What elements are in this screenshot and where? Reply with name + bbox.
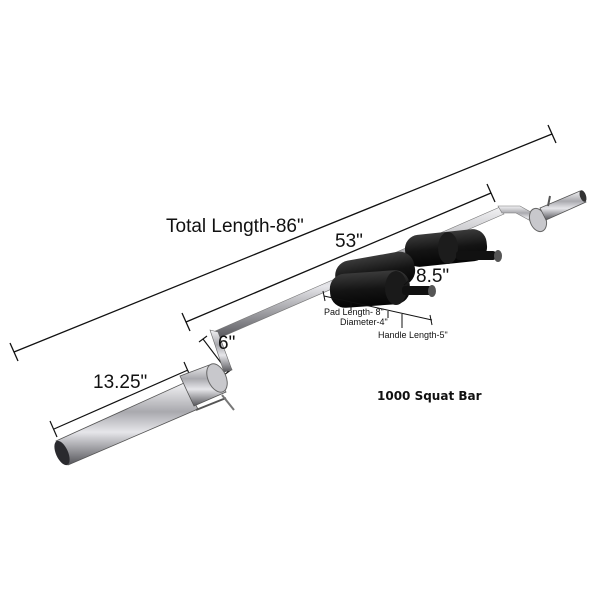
- total-length-label: Total Length-86": [166, 216, 304, 237]
- total-length-dimension-line: [9, 124, 557, 362]
- pad-spacing-label: 8.5": [416, 266, 450, 287]
- pad-spacing-leader: [403, 277, 413, 286]
- sleeve-length-label: 13.25": [93, 372, 148, 393]
- pad-length-label: Pad Length- 8": [324, 307, 384, 317]
- center-length-dimension-line: [181, 183, 496, 332]
- offset-label: 6": [218, 333, 236, 354]
- product-title: 1000 Squat Bar: [377, 389, 482, 403]
- handle-length-label: Handle Length-5": [378, 330, 448, 340]
- center-length-label: 53": [335, 231, 363, 252]
- right-sleeve: [528, 190, 587, 233]
- pad-handle-dimension-line: [322, 290, 433, 328]
- front-pad: [329, 251, 436, 308]
- back-pad: [404, 229, 502, 267]
- diameter-label: Diameter-4": [340, 317, 388, 327]
- left-sleeve: [54, 363, 235, 466]
